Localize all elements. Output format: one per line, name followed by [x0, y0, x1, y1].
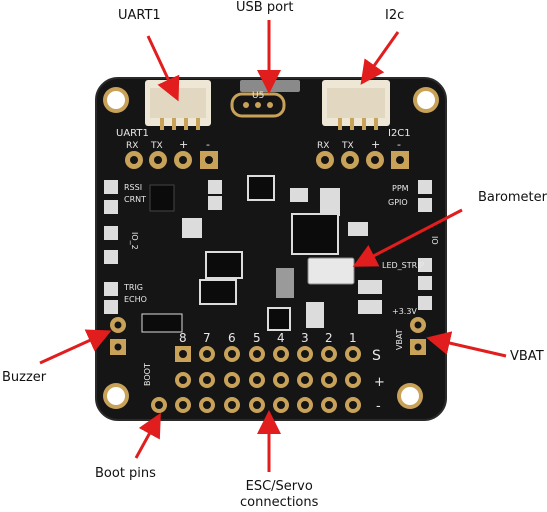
silk-left-trig: TRIG	[123, 283, 143, 292]
arrow-buzzer	[39, 329, 112, 365]
arrow-uart1	[146, 35, 180, 102]
silk-uart-pin-plus: +	[179, 138, 188, 151]
silk-i2c1-label: I2C1	[388, 128, 411, 139]
silk-uart-pin-rx: RX	[126, 141, 138, 151]
silk-left-rssi: RSSI	[124, 183, 142, 192]
esc-servo-header	[151, 346, 361, 413]
silk-uart-pin-tx: TX	[150, 141, 163, 151]
silk-left-io2: IO_2	[130, 232, 139, 250]
callout-usb-port: USB port	[236, 0, 294, 15]
buzzer-pads	[110, 317, 126, 355]
silk-right-3v3: +3.3V	[392, 307, 417, 316]
silk-i2c-pin-plus: +	[371, 138, 380, 151]
arrow-vbat	[426, 331, 507, 358]
silk-esc-5: 5	[253, 331, 261, 345]
silk-right-led-strip: LED_STRIP	[382, 261, 425, 270]
silk-i2c-pin-rx: RX	[317, 141, 329, 151]
silk-boot-label: BOOT	[143, 363, 152, 386]
mounting-holes	[103, 87, 439, 409]
i2c-connector	[322, 80, 390, 130]
callout-arrows	[39, 20, 507, 472]
silk-esc-8: 8	[179, 331, 187, 345]
silk-signal-mark: S	[372, 348, 381, 364]
uart1-connector	[145, 80, 211, 130]
callout-uart1: UART1	[118, 8, 161, 23]
callout-esc-servo: ESC/Servo connections	[240, 479, 319, 510]
onboard-components	[141, 175, 382, 333]
silk-right-ppm: PPM	[392, 184, 409, 193]
silk-esc-2: 2	[325, 331, 333, 345]
silk-i2c-pin-tx: TX	[341, 141, 354, 151]
silk-right-vbat: VBAT	[395, 329, 404, 350]
silk-esc-1: 1	[349, 331, 357, 345]
silk-uart-pin-minus: -	[206, 138, 210, 151]
silk-minus-mark: -	[376, 399, 381, 414]
vbat-pads	[410, 317, 426, 355]
silk-uart1-label: UART1	[116, 128, 149, 139]
i2c-pads	[316, 151, 409, 169]
callout-boot-pins: Boot pins	[95, 466, 156, 481]
silkscreen-labels: UART1 I2C1 U5 RX TX + - RX TX + - RSSI C…	[116, 91, 439, 414]
callout-barometer: Barometer	[478, 190, 547, 205]
esc-row-plus	[175, 372, 361, 388]
esc-row-signal	[175, 346, 361, 362]
silk-esc-4: 4	[277, 331, 285, 345]
silk-usb-label: U5	[252, 91, 264, 101]
arrow-i2c	[360, 31, 400, 85]
uart1-pads	[125, 151, 218, 169]
silk-right-gpio: GPIO	[388, 198, 408, 207]
callout-vbat: VBAT	[510, 349, 544, 364]
silk-plus-mark: +	[374, 375, 385, 390]
silk-right-io: IO	[430, 236, 439, 245]
callout-buzzer: Buzzer	[2, 370, 47, 385]
silk-esc-3: 3	[301, 331, 309, 345]
silk-left-crnt: CRNT	[124, 195, 146, 204]
arrow-boot-pins	[134, 412, 161, 459]
silk-esc-7: 7	[203, 331, 211, 345]
arrow-barometer	[352, 208, 463, 267]
left-side-pads	[104, 180, 118, 314]
silk-left-echo: ECHO	[124, 295, 147, 304]
callout-i2c: I2c	[385, 8, 405, 23]
right-side-pads	[418, 180, 432, 310]
esc-row-minus	[151, 397, 361, 413]
silk-i2c-pin-minus: -	[397, 138, 401, 151]
silk-esc-6: 6	[228, 331, 236, 345]
barometer-chip	[307, 257, 355, 285]
